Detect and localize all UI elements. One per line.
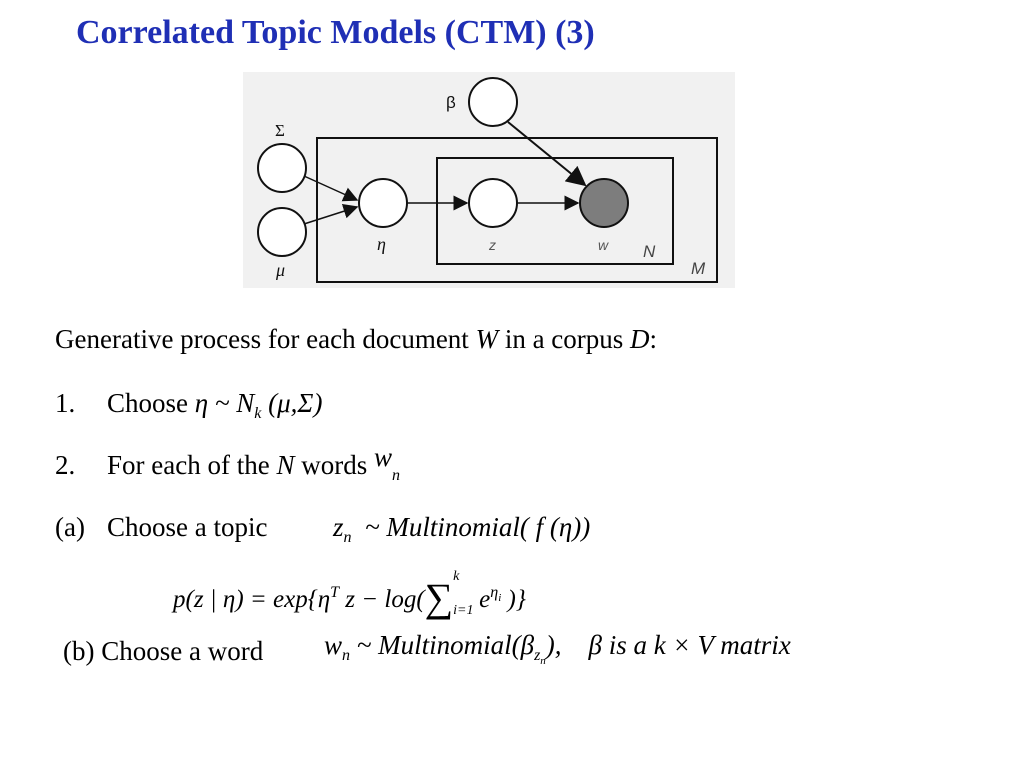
mu-label: μ xyxy=(275,260,285,280)
step-2: 2. For each of the N words wn xyxy=(55,442,400,484)
step-b: (b) Choose a word xyxy=(63,636,264,666)
eta-label: η xyxy=(377,234,386,254)
plate-m xyxy=(316,137,718,283)
beta-node xyxy=(468,77,518,127)
plate-n xyxy=(436,157,674,265)
z-label: z xyxy=(488,237,496,253)
plate-m-label: M xyxy=(691,259,706,278)
beta-label: β xyxy=(446,93,456,112)
edge-sigma-eta xyxy=(303,175,359,202)
plate-n-label: N xyxy=(643,242,656,261)
mu-node xyxy=(257,207,307,257)
sigma-node xyxy=(257,143,307,193)
w-label: w xyxy=(598,237,609,253)
step-1: 1. Choose η ~ Nk (μ,Σ) xyxy=(55,388,323,422)
slide-title: Correlated Topic Models (CTM) (3) xyxy=(76,14,595,51)
step-a: (a) Choose a topic zn ~ Multinomial( f (… xyxy=(55,512,591,546)
sigma-label: Σ xyxy=(275,121,285,140)
edge-mu-eta xyxy=(303,203,359,225)
intro-line: Generative process for each document W i… xyxy=(55,324,658,354)
z-node xyxy=(468,178,518,228)
edge-beta-w xyxy=(507,121,587,187)
ctm-graphical-model: β Σ μ η z w N M xyxy=(243,72,735,288)
step-b-formula: wn ~ Multinomial(βzn), β is a k × V matr… xyxy=(324,630,791,667)
eta-node xyxy=(358,178,408,228)
w-node-observed xyxy=(579,178,629,228)
